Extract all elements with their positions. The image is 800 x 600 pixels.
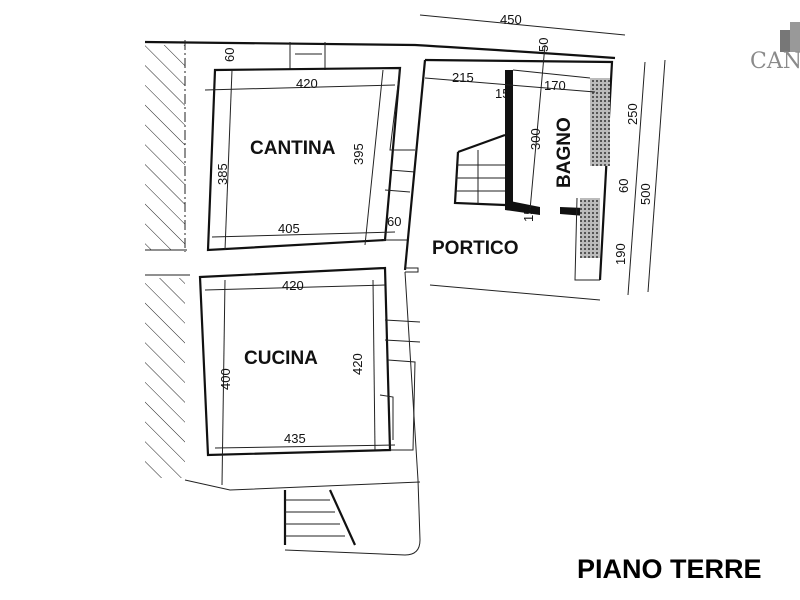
staircase [453,133,506,207]
dim-label: 400 [218,368,233,390]
room-label-cucina: CUCINA [244,348,318,369]
logo-text: CANA [750,49,800,74]
dim-label: 60 [222,48,237,62]
room-label-portico: PORTICO [432,238,519,259]
dim-label: 170 [544,78,566,93]
dim-label: 60 [387,214,401,229]
bagno-wall [505,70,513,205]
dim-label: 15 [521,208,536,222]
dim-label: 395 [351,143,366,165]
dim-label: 420 [282,278,304,293]
room-label-bagno: BAGNO [554,117,575,188]
room-label-cantina: CANTINA [250,138,336,159]
dim-label: 60 [616,179,631,193]
dim-label: 450 [500,12,522,27]
dim-label: 250 [625,103,640,125]
dim-label: 190 [613,243,628,265]
dim-label: 300 [528,128,543,150]
hatched-ground-upper [145,45,185,250]
stone-wall-upper [590,78,610,166]
dim-label: 50 [536,38,551,52]
dim-label: 420 [350,353,365,375]
dimension-labels: 450 50 215 170 15 300 15 250 60 500 190 … [215,12,653,446]
dim-label: 500 [638,183,653,205]
dim-label: 435 [284,431,306,446]
dimension-lines [204,14,666,486]
entrance-stairs [283,489,357,546]
hatched-ground-lower [145,278,185,478]
dim-label: 15 [495,86,509,101]
stone-wall-lower [580,198,600,258]
walls [144,40,616,556]
dim-label: 215 [452,70,474,85]
dim-label: 420 [296,76,318,91]
dim-label: 385 [215,163,230,185]
dim-label: 405 [278,221,300,236]
floor-title: PIANO TERRE [577,554,762,584]
company-logo: CANA [750,22,800,74]
